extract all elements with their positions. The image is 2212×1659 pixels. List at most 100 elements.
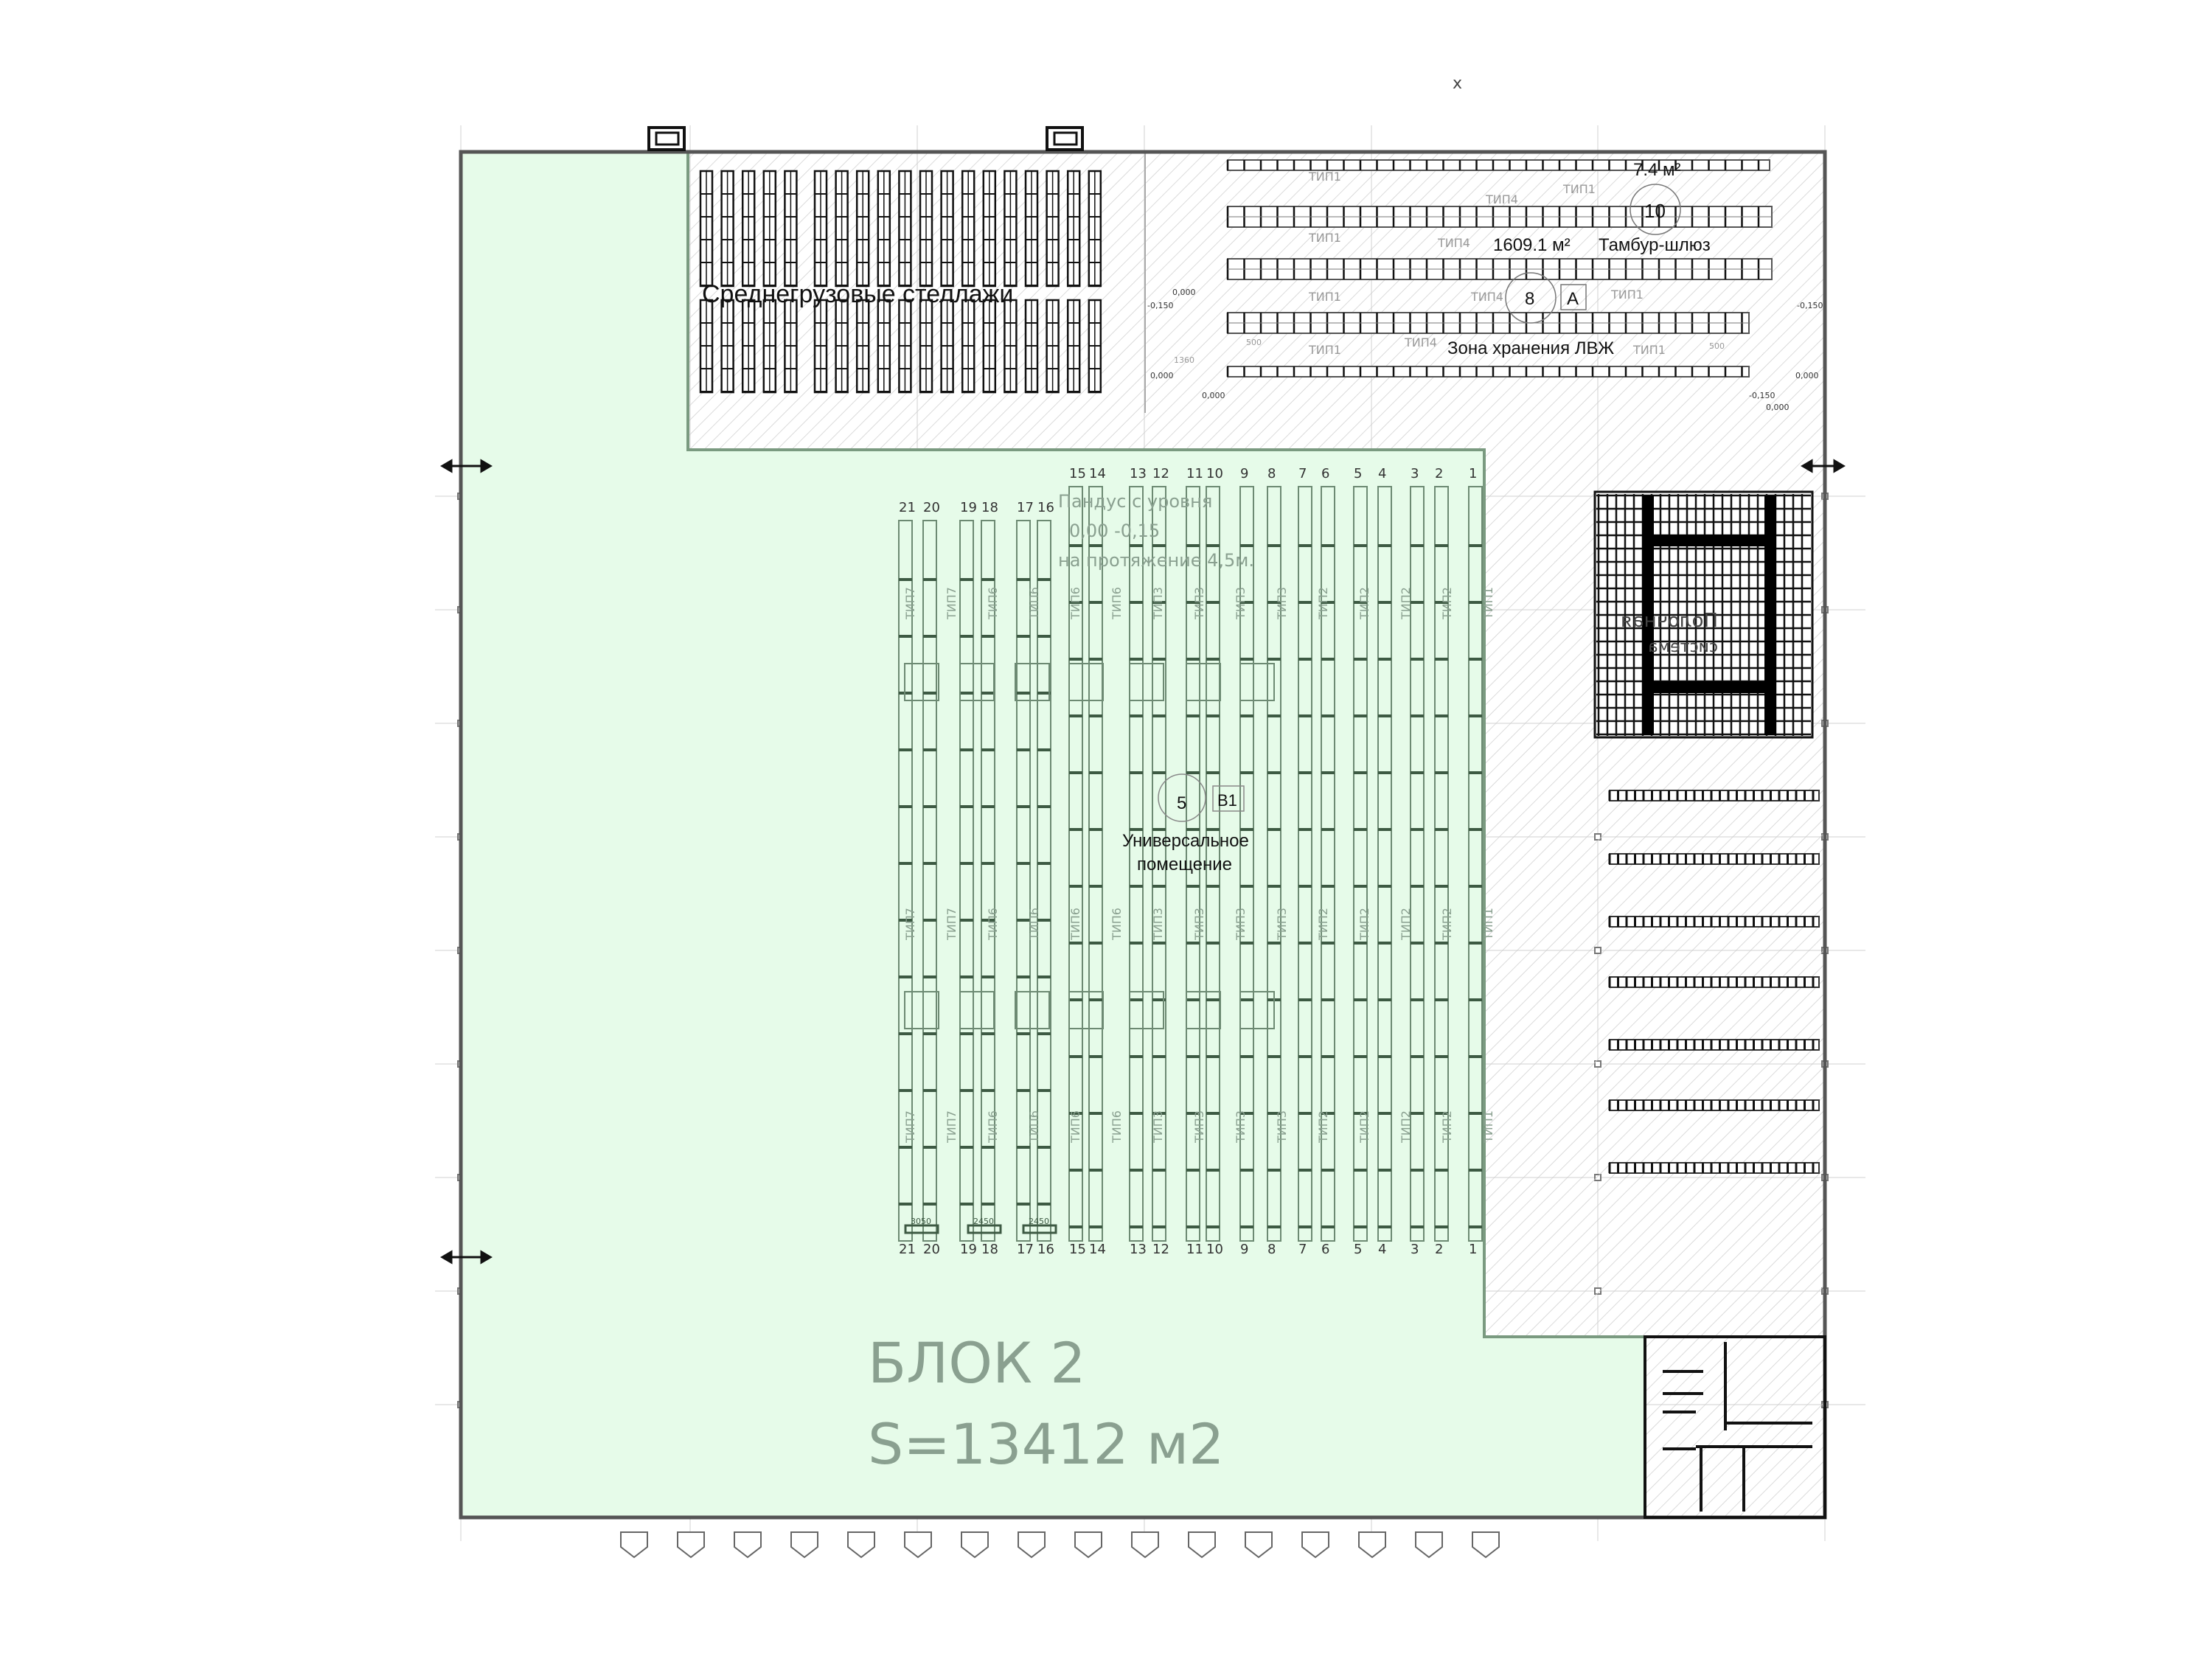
rack-type4-box	[904, 991, 939, 1029]
loading-dock	[1131, 1531, 1159, 1559]
rack-number: 19	[960, 500, 977, 515]
rack-type-label: ТИП2	[1316, 908, 1330, 941]
rack-number: 6	[1321, 466, 1329, 481]
room-10-number: 10	[1644, 200, 1666, 222]
room-5-circle	[1158, 773, 1206, 822]
level-mark: 0,000	[1766, 403, 1790, 412]
rack-type-label: ТИП7	[945, 908, 959, 941]
rack-type-label: ТИП7	[945, 587, 959, 620]
central-rack	[981, 520, 995, 1242]
room-8-circle	[1505, 272, 1557, 324]
loading-dock	[1074, 1531, 1102, 1559]
rack-number: 2	[1435, 1242, 1443, 1257]
dim-bracket	[1022, 1224, 1057, 1234]
rack-number: 14	[1089, 1242, 1106, 1257]
rack-type-label: ТИП6	[1027, 1110, 1041, 1144]
level-mark: 0,000	[1172, 288, 1196, 297]
rack-number: 13	[1130, 466, 1147, 481]
mezzanine-aisle	[1642, 495, 1654, 735]
rack-number: 3	[1411, 1242, 1419, 1257]
rack-type-label: ТИП6	[1027, 587, 1041, 620]
central-rack	[1206, 486, 1220, 1242]
rack-number: 12	[1152, 466, 1169, 481]
rack-type-label: ТИП1	[1562, 182, 1596, 196]
rack-type-label: ТИП3	[1151, 587, 1165, 620]
rack-type-label: ТИП3	[1151, 908, 1165, 941]
room-8-number: 8	[1525, 289, 1534, 309]
central-rack	[1321, 486, 1335, 1242]
rack-type-label: ТИП1	[1481, 587, 1495, 620]
rack-number: 7	[1298, 1242, 1307, 1257]
rack-type-label: ТИП7	[903, 908, 917, 941]
rack-type-label: ТИП4	[1404, 335, 1437, 349]
rack-type-label: ТИП6	[986, 587, 1000, 620]
loading-dock	[1358, 1531, 1386, 1559]
rack-number: 15	[1069, 1242, 1086, 1257]
rack-number: 3	[1411, 466, 1419, 481]
room-tag-box	[1560, 284, 1587, 310]
central-rack	[1186, 486, 1200, 1242]
dim-label: 1360	[1174, 355, 1194, 365]
central-rack	[1037, 520, 1051, 1242]
right-racks	[1608, 790, 1820, 1174]
rack-type-label: ТИП7	[945, 1110, 959, 1144]
rack-type-label: ТИП4	[1470, 290, 1503, 304]
universal-room-name-2: помещение	[1137, 855, 1232, 874]
medium-racks	[699, 170, 1102, 394]
rack-type-label: ТИП2	[1316, 1110, 1330, 1144]
room-tag: A	[1567, 289, 1579, 309]
rack-type4-box	[1186, 663, 1221, 701]
loading-dock	[904, 1531, 932, 1559]
rack-number: 4	[1378, 1242, 1386, 1257]
rack-type-label: ТИП1	[1632, 343, 1666, 357]
level-mark: 0,000	[1202, 391, 1225, 400]
ramp-note-3: на протяжение 4,5м.	[1058, 550, 1254, 571]
rack-number: 17	[1017, 500, 1034, 515]
rack-number: 18	[981, 1242, 998, 1257]
rack-type-label: ТИП4	[1485, 192, 1518, 206]
central-rack	[1129, 486, 1144, 1242]
rack-type-label: ТИП3	[1275, 1110, 1289, 1144]
universal-room-name-1: Универсальное	[1122, 831, 1249, 851]
rack-type-label: ТИП6	[1110, 1110, 1124, 1144]
rack-number: 9	[1240, 1242, 1248, 1257]
central-rack	[1088, 486, 1103, 1242]
rack-type4-box	[959, 991, 995, 1029]
stair-top-right	[1046, 126, 1084, 151]
rack-number: 15	[1069, 466, 1086, 481]
rack-type-label: ТИП1	[1610, 288, 1644, 302]
rack-number: 16	[1037, 1242, 1054, 1257]
rack-type4-box	[1015, 663, 1050, 701]
dim-label: 500	[1709, 341, 1725, 351]
rack-type-label: ТИП2	[1440, 908, 1454, 941]
rack-type-label: ТИП1	[1308, 170, 1341, 184]
mezzanine-label-2: система	[1648, 638, 1718, 656]
rack-type-label: ТИП6	[1068, 908, 1082, 941]
rack-type-label: ТИП6	[1110, 587, 1124, 620]
rack-number: 10	[1206, 1242, 1223, 1257]
central-rack	[898, 520, 913, 1242]
dim-bracket	[904, 1224, 939, 1234]
loading-dock	[1415, 1531, 1443, 1559]
room-tag-b1: B1	[1217, 791, 1237, 810]
rack-type-label: ТИП3	[1192, 587, 1206, 620]
top-marker: x	[1453, 74, 1462, 93]
room-tag-b1-box	[1212, 785, 1245, 812]
rack-type4-box	[1239, 663, 1275, 701]
central-rack	[959, 520, 974, 1242]
central-rack	[1353, 486, 1368, 1242]
central-rack	[922, 520, 937, 1242]
rack-type-label: ТИП6	[1068, 1110, 1082, 1144]
rack-type-label: ТИП3	[1275, 587, 1289, 620]
building-outline	[459, 150, 1827, 1520]
lvzh-rack	[1227, 159, 1770, 171]
rack-number: 11	[1186, 1242, 1203, 1257]
rack-type4-box	[1015, 991, 1050, 1029]
rack-type-label: ТИП3	[1234, 908, 1248, 941]
room-10-circle	[1630, 184, 1681, 235]
rack-type-label: ТИП6	[986, 1110, 1000, 1144]
room-5-number: 5	[1177, 793, 1186, 813]
rack-type4-box	[1068, 663, 1104, 701]
